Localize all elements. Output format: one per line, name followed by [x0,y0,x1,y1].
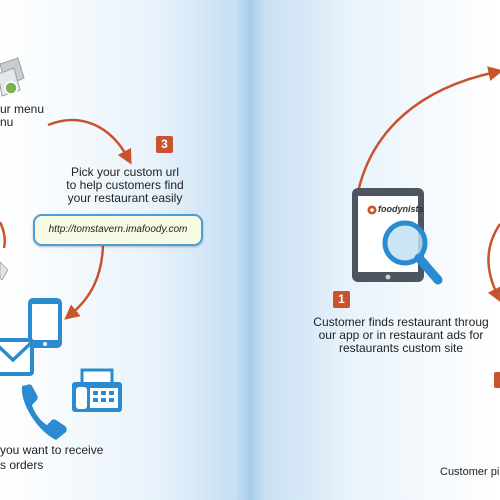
arrow-right-edge [487,223,500,303]
url-example: http://tomstavern.imafoody.com [48,224,188,235]
menu-card-icon [0,57,25,97]
arrow-left-edge [0,221,7,249]
step-1-badge: 1 [333,291,350,308]
menu-label: ur menu nu [0,103,44,129]
receive-orders-line: s orders [0,458,44,472]
step3-text: Pick your custom url to help customers f… [40,166,210,205]
step-3-badge: 3 [156,136,173,153]
mail-icon [0,338,34,376]
foodynista-logo-text: foodynista [378,204,424,214]
step-badge-partial [494,372,500,388]
magnifier-icon [382,220,443,285]
menu-label-line: ur menu [0,102,45,116]
document-fragment-icon [0,261,9,281]
step3-line: Pick your custom url [70,165,180,179]
arrow-menu-to-url [47,118,132,165]
step1-text: Customer finds restaurant throug our app… [302,316,500,355]
arrow-tablet-to-top [356,66,500,193]
receive-orders-line: you want to receive [0,443,104,457]
bottom-caption: Customer pi [440,466,500,478]
receive-orders-label: you want to receive s orders [0,443,103,473]
fax-icon [72,368,122,412]
step1-line: our app or in restaurant ads for [318,328,484,342]
step3-line: to help customers find [66,178,184,192]
menu-label-line: nu [0,115,14,129]
arrow-url-to-contact [64,244,105,320]
step1-line: Customer finds restaurant throug [313,315,489,329]
custom-url-field[interactable]: http://tomstavern.imafoody.com [33,214,203,246]
step1-line: restaurants custom site [338,341,464,355]
foodynista-logo-icon [367,205,377,215]
tablet-icon [28,298,62,348]
step3-line: your restaurant easily [67,191,183,205]
phone-icon [21,384,67,440]
